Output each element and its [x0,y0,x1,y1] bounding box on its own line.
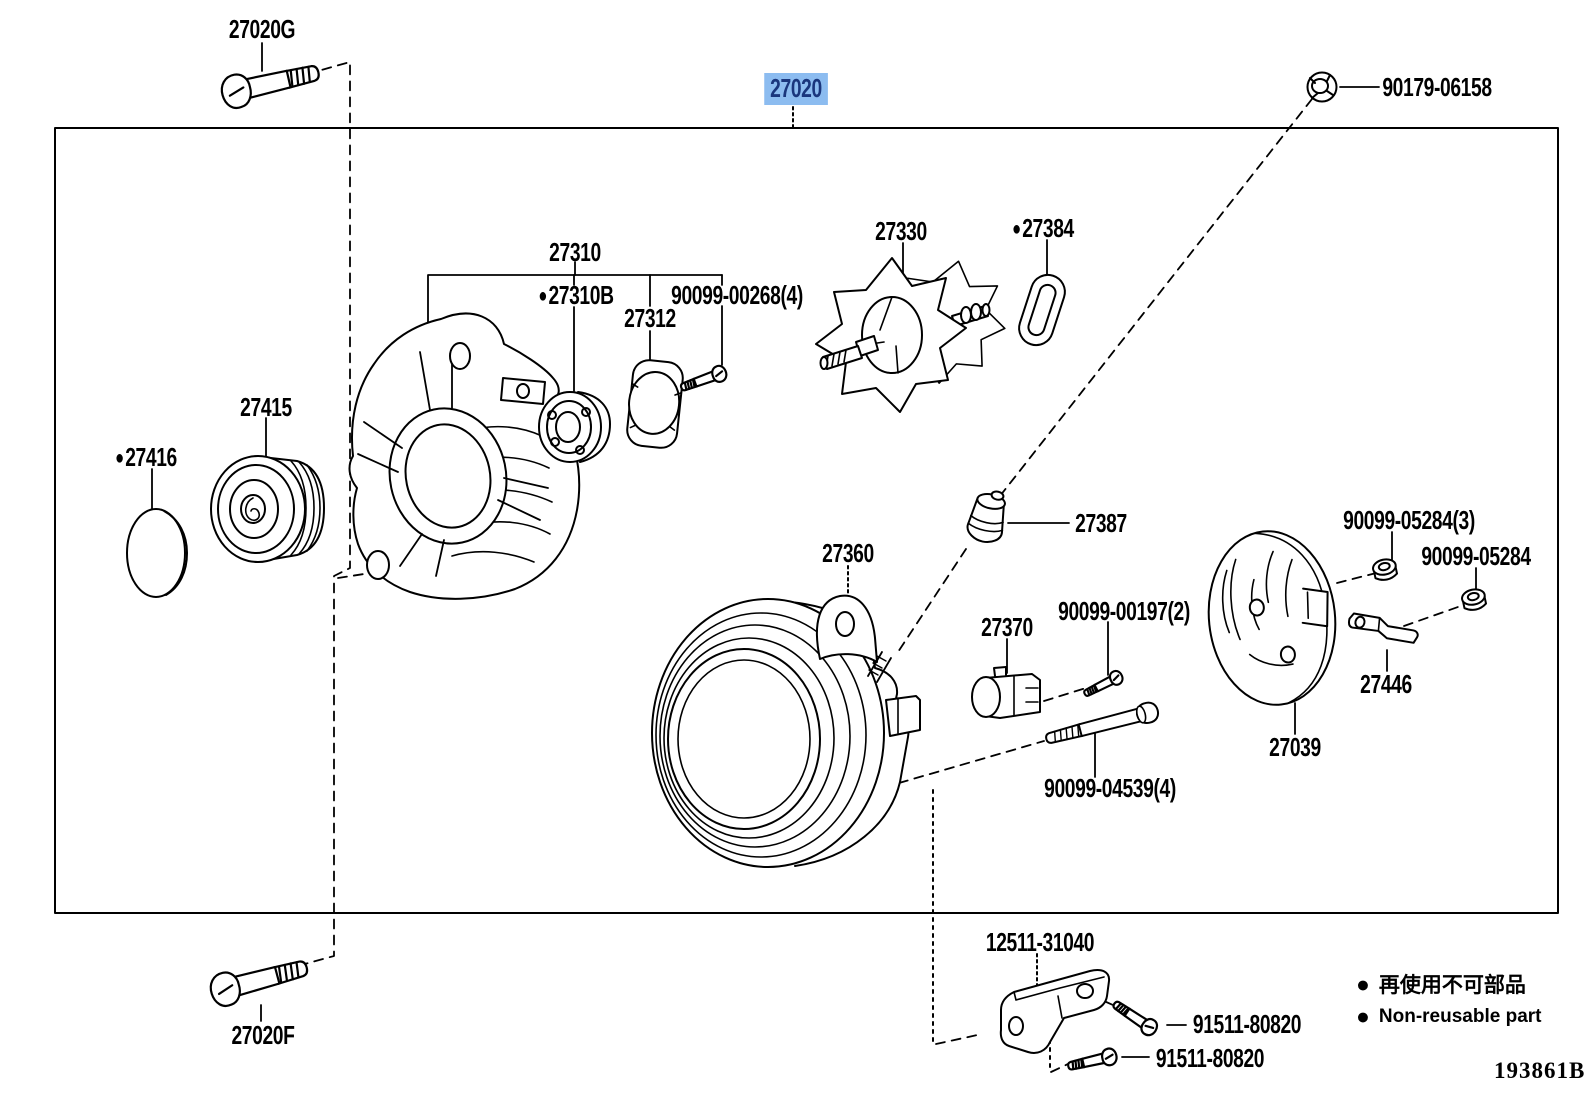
drawing-bearing-27310b [538,391,611,463]
part-label-27370[interactable]: 27370 [981,614,1033,640]
drawing-bolt-90099-04539 [1045,701,1160,744]
part-number-text: 90099-04539(4) [1044,773,1176,803]
drawing-nut-90179-06158 [1306,71,1338,103]
non-reusable-dot-icon: ● [538,285,547,307]
part-number-text: 27360 [822,538,874,568]
legend-row-en: ● Non-reusable part [1356,1005,1542,1028]
drawing-bolt-91511-80820-a [1108,995,1161,1040]
drawing-bracket-12511-31040 [999,969,1111,1054]
drawing-bolt-27020g [217,55,324,112]
dotted-leader-lines [792,106,1038,990]
part-number-text: 90179-06158 [1382,72,1492,102]
part-number-text: 91511-80820 [1155,1043,1265,1073]
part-label-90099-05284-3[interactable]: 90099-05284(3) [1343,507,1475,533]
part-number-text: 27310 [549,237,601,267]
drawing-insulator-27387 [966,490,1006,543]
part-label-27330[interactable]: 27330 [875,218,927,244]
part-number-text: 27384 [1022,213,1074,243]
part-number-text: 90099-00197(2) [1058,596,1190,626]
drawing-bolt-27020f [206,950,313,1011]
part-label-27020F[interactable]: 27020F [231,1022,294,1048]
legend-text-jp: 再使用不可部品 [1378,974,1526,997]
part-label-27310[interactable]: 27310 [549,239,601,265]
legend: ● 再使用不可部品 ● Non-reusable part [1356,969,1542,1028]
part-number-text: 27387 [1075,508,1127,538]
part-number-text: 12511-31040 [985,927,1095,957]
non-reusable-dot-icon: ● [1356,1003,1370,1029]
part-label-27446[interactable]: 27446 [1360,671,1412,697]
part-label-27310B[interactable]: ●27310B [538,280,614,310]
drawing-stator-27360 [651,594,921,868]
part-number-text: 90099-00268(4) [671,280,803,310]
drawing-bolt-90099-00197 [1080,667,1126,702]
part-label-27384[interactable]: ●27384 [1012,215,1074,241]
part-number-text: 91511-80820 [1192,1009,1302,1039]
drawing-nut-90099-05284-3 [1370,556,1400,583]
part-label-12511-31040[interactable]: 12511-31040 [985,927,1095,957]
part-label-91511-80820-a[interactable]: 91511-80820 [1192,1009,1302,1039]
part-number-text: 27020 [770,73,822,103]
part-label-27312[interactable]: 27312 [624,305,676,331]
part-number-text: 90099-05284 [1421,541,1531,571]
part-number-text: 27039 [1269,732,1321,762]
part-label-90179-06158[interactable]: 90179-06158 [1382,72,1492,102]
part-label-27387[interactable]: 27387 [1075,510,1127,536]
drawing-pulley-27415 [210,455,325,563]
part-label-27415[interactable]: 27415 [240,394,292,420]
part-label-91511-80820-b[interactable]: 91511-80820 [1155,1043,1265,1073]
part-label-90099-00268[interactable]: 90099-00268(4) [671,282,803,308]
figure-number: 193861B [1494,1058,1586,1083]
part-number-text: 27020G [228,14,296,44]
part-number-text: 27446 [1360,669,1412,699]
assembly-axis-dashed-lines [293,61,1459,1073]
drawing-retainer-plate-27312 [626,359,684,449]
drawing-nut-90099-05284 [1459,586,1489,613]
part-number-text: 27415 [240,392,292,422]
part-number-text: 27310B [548,280,614,310]
non-reusable-dot-icon: ● [1012,218,1021,240]
part-label-27039[interactable]: 27039 [1269,734,1321,760]
drawing-brush-holder-27370 [971,666,1041,719]
drawing-seal-ring-27384 [1018,273,1066,347]
drawing-terminal-27446 [1347,612,1419,644]
part-number-text: 27020F [231,1020,295,1050]
part-label-27360[interactable]: 27360 [822,540,874,566]
drawing-rotor-27330 [815,257,1006,413]
drawing-drive-end-frame-27310 [348,312,581,600]
part-number-text: 27416 [125,442,177,472]
part-label-27020G[interactable]: 27020G [228,14,296,44]
drawing-bolt-90099-00268 [677,362,730,397]
part-number-text: 27312 [624,303,676,333]
assembly-boundary-box [54,127,1559,914]
part-label-90099-05284[interactable]: 90099-05284 [1421,541,1531,571]
part-label-90099-04539[interactable]: 90099-04539(4) [1044,775,1176,801]
non-reusable-dot-icon: ● [115,447,124,469]
part-number-text: 90099-05284(3) [1343,505,1475,535]
part-number-text: 27370 [981,612,1033,642]
part-label-27416[interactable]: ●27416 [115,444,177,470]
part-number-text: 27330 [875,216,927,246]
non-reusable-dot-icon: ● [1356,970,1370,997]
legend-row-jp: ● 再使用不可部品 [1356,969,1542,999]
part-label-90099-00197[interactable]: 90099-00197(2) [1058,598,1190,624]
drawing-cap-27416 [126,508,188,598]
legend-text-en: Non-reusable part [1378,1005,1542,1027]
part-label-27020[interactable]: 27020 [764,73,828,105]
drawing-rear-cover-27039 [1207,530,1337,706]
drawing-bolt-91511-80820-b [1065,1046,1120,1076]
